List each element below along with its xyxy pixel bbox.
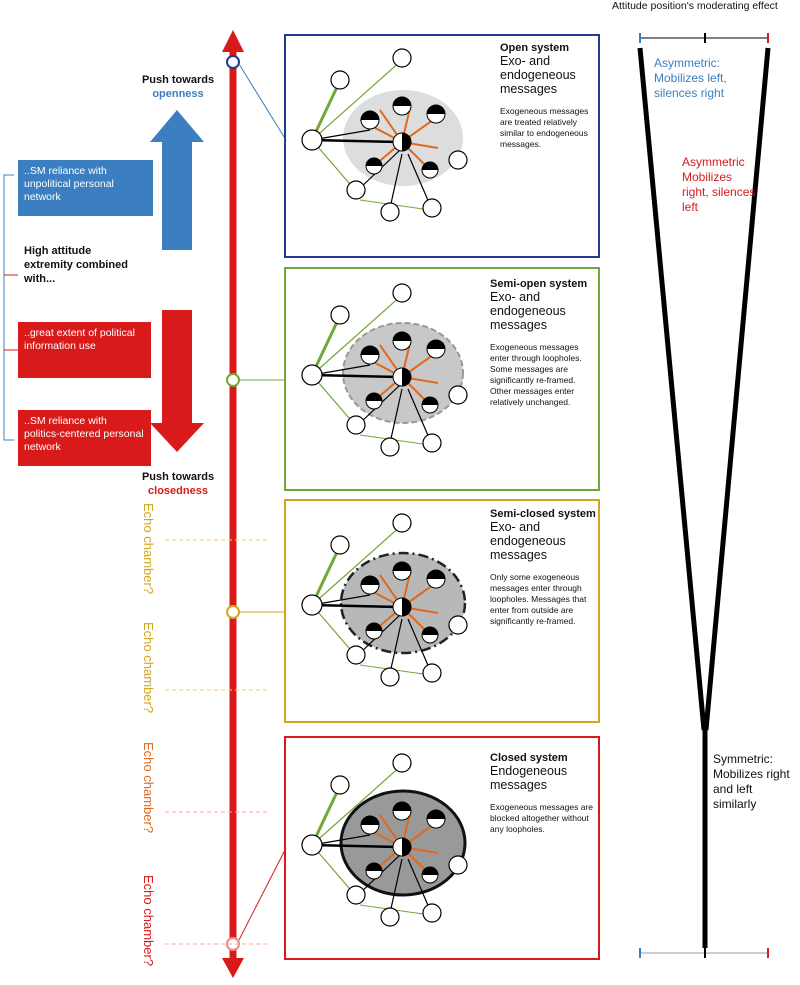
box-political-info-use: ..great extent of political information … xyxy=(18,322,151,378)
panel-semi-closed-frame xyxy=(284,499,600,723)
echo-chamber-label-2: Echo chamber? xyxy=(141,622,156,714)
panel-description: Exogeneous messages enter through loopho… xyxy=(490,342,582,407)
push-openness-label: Push towards openness xyxy=(141,74,215,100)
panel-title: Closed system xyxy=(490,752,568,764)
panel-open-frame xyxy=(284,34,600,258)
asymmetric-right-label: Asymmetric Mobilizes right, silences lef… xyxy=(682,155,756,214)
panel-title: Open system xyxy=(500,42,570,54)
box-unpolitical-network: ..SM reliance with unpolitical personal … xyxy=(18,160,153,216)
panel-description: Exogeneous messages are blocked altogeth… xyxy=(490,802,594,834)
moderation-funnel xyxy=(637,33,771,958)
panel-description: Exogeneous messages are treated relative… xyxy=(500,106,589,149)
panel-semi-open-text: Semi-open system Exo- and endogeneous me… xyxy=(490,278,596,408)
echo-chamber-label-1: Echo chamber? xyxy=(141,503,156,595)
panel-subtitle: Exo- and endogeneous messages xyxy=(500,54,576,96)
vertical-axis xyxy=(222,30,244,978)
network-closed xyxy=(300,752,469,928)
panel-semi-closed-text: Semi-closed system Exo- and endogeneous … xyxy=(490,508,596,627)
axis-marker-open xyxy=(226,55,240,69)
high-extremity-label: High attitude extremity combined with... xyxy=(24,245,128,285)
funnel-header: Attitude position's moderating effect xyxy=(612,0,778,12)
symmetric-label: Symmetric: Mobilizes right and left simi… xyxy=(713,752,790,811)
echo-chamber-label-4: Echo chamber? xyxy=(141,875,156,967)
openness-arrow xyxy=(150,110,204,250)
panel-semi-open-frame xyxy=(284,267,600,491)
axis-marker-semi-open xyxy=(226,373,240,387)
network-open xyxy=(300,47,469,223)
panel-open-text: Open system Exo- and endogeneous message… xyxy=(500,42,595,150)
panel-title: Semi-closed system xyxy=(490,508,596,520)
panel-subtitle: Exo- and endogeneous messages xyxy=(490,520,566,562)
network-semi-closed xyxy=(300,512,469,688)
panel-closed-text: Closed system Endogeneous messages Exoge… xyxy=(490,752,596,835)
panel-subtitle: Endogeneous messages xyxy=(490,764,568,792)
panel-title: Semi-open system xyxy=(490,278,588,290)
closedness-arrow xyxy=(150,310,204,452)
panel-closed-frame xyxy=(284,736,600,960)
panel-description: Only some exogeneous messages enter thro… xyxy=(490,572,587,626)
asymmetric-left-label: Asymmetric: Mobilizes left, silences rig… xyxy=(654,56,727,100)
network-semi-open xyxy=(300,282,469,458)
box-politics-network: ..SM reliance with politics-centered per… xyxy=(18,410,151,466)
axis-marker-semi-closed xyxy=(226,605,240,619)
panel-subtitle: Exo- and endogeneous messages xyxy=(490,290,566,332)
echo-chamber-label-3: Echo chamber? xyxy=(141,742,156,834)
push-closedness-label: Push towards closedness xyxy=(141,471,215,497)
